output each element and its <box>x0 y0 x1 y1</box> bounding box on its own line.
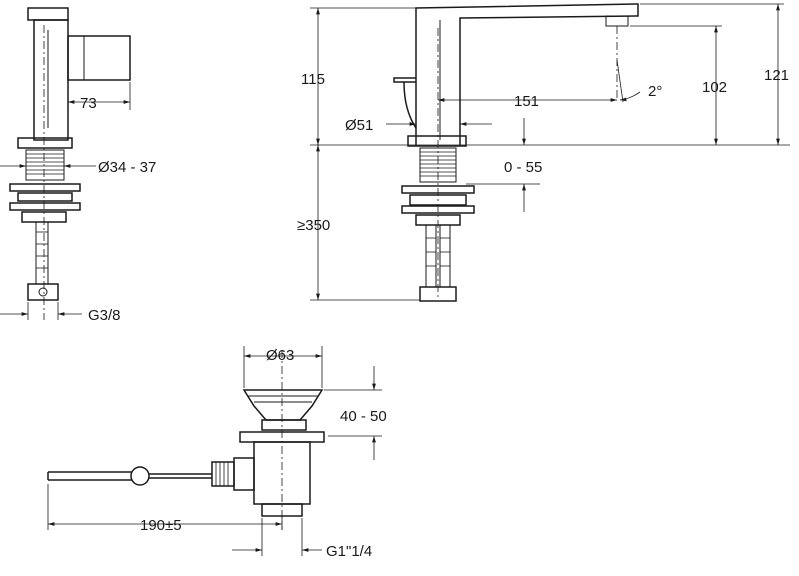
pop-up-lever <box>393 77 416 83</box>
dim-waste-dia: Ø63 <box>266 347 294 364</box>
side-body <box>33 19 69 141</box>
dim-total-height: 121 <box>764 67 789 84</box>
waste-flange <box>242 389 324 421</box>
tap-body <box>415 3 639 145</box>
rod-ball <box>130 466 150 486</box>
side-view: 73 Ø34 - 37 G3/8 <box>0 7 156 324</box>
side-lever-top <box>27 7 69 21</box>
dim-side-connection: G3/8 <box>88 307 121 324</box>
hose-right <box>439 224 451 288</box>
waste-view: Ø63 40 - 50 190±5 G1"1/4 <box>47 346 387 560</box>
side-base <box>17 137 73 149</box>
dim-side-depth: 73 <box>80 95 97 112</box>
hose-left <box>425 224 437 288</box>
tap-base <box>407 135 467 147</box>
waste-knob <box>211 461 235 487</box>
dim-waste-range: 40 - 50 <box>340 408 387 425</box>
dim-below-min: ≥350 <box>297 217 330 234</box>
side-handle <box>67 35 131 81</box>
dim-waste-thread: G1"1/4 <box>326 543 372 560</box>
pop-up-rod <box>47 471 132 481</box>
dim-spout-height: 102 <box>702 79 727 96</box>
aerator <box>605 15 629 27</box>
hose-connectors <box>419 286 457 302</box>
dim-rod-length: 190±5 <box>140 517 182 534</box>
tap-thread <box>419 147 457 183</box>
dim-side-thread-dia: Ø34 - 37 <box>98 159 156 176</box>
dim-height-above: 115 <box>301 71 325 88</box>
side-connector <box>27 283 59 301</box>
dim-deck-thickness: 0 - 55 <box>504 159 542 176</box>
side-thread <box>25 149 65 181</box>
dim-base-dia: Ø51 <box>345 117 373 134</box>
dim-angle: 2° <box>648 83 662 100</box>
front-view: 115 ≥350 Ø51 151 2° 102 121 0 - 55 <box>297 3 790 302</box>
side-hose <box>35 221 49 285</box>
dim-reach: 151 <box>514 93 539 110</box>
